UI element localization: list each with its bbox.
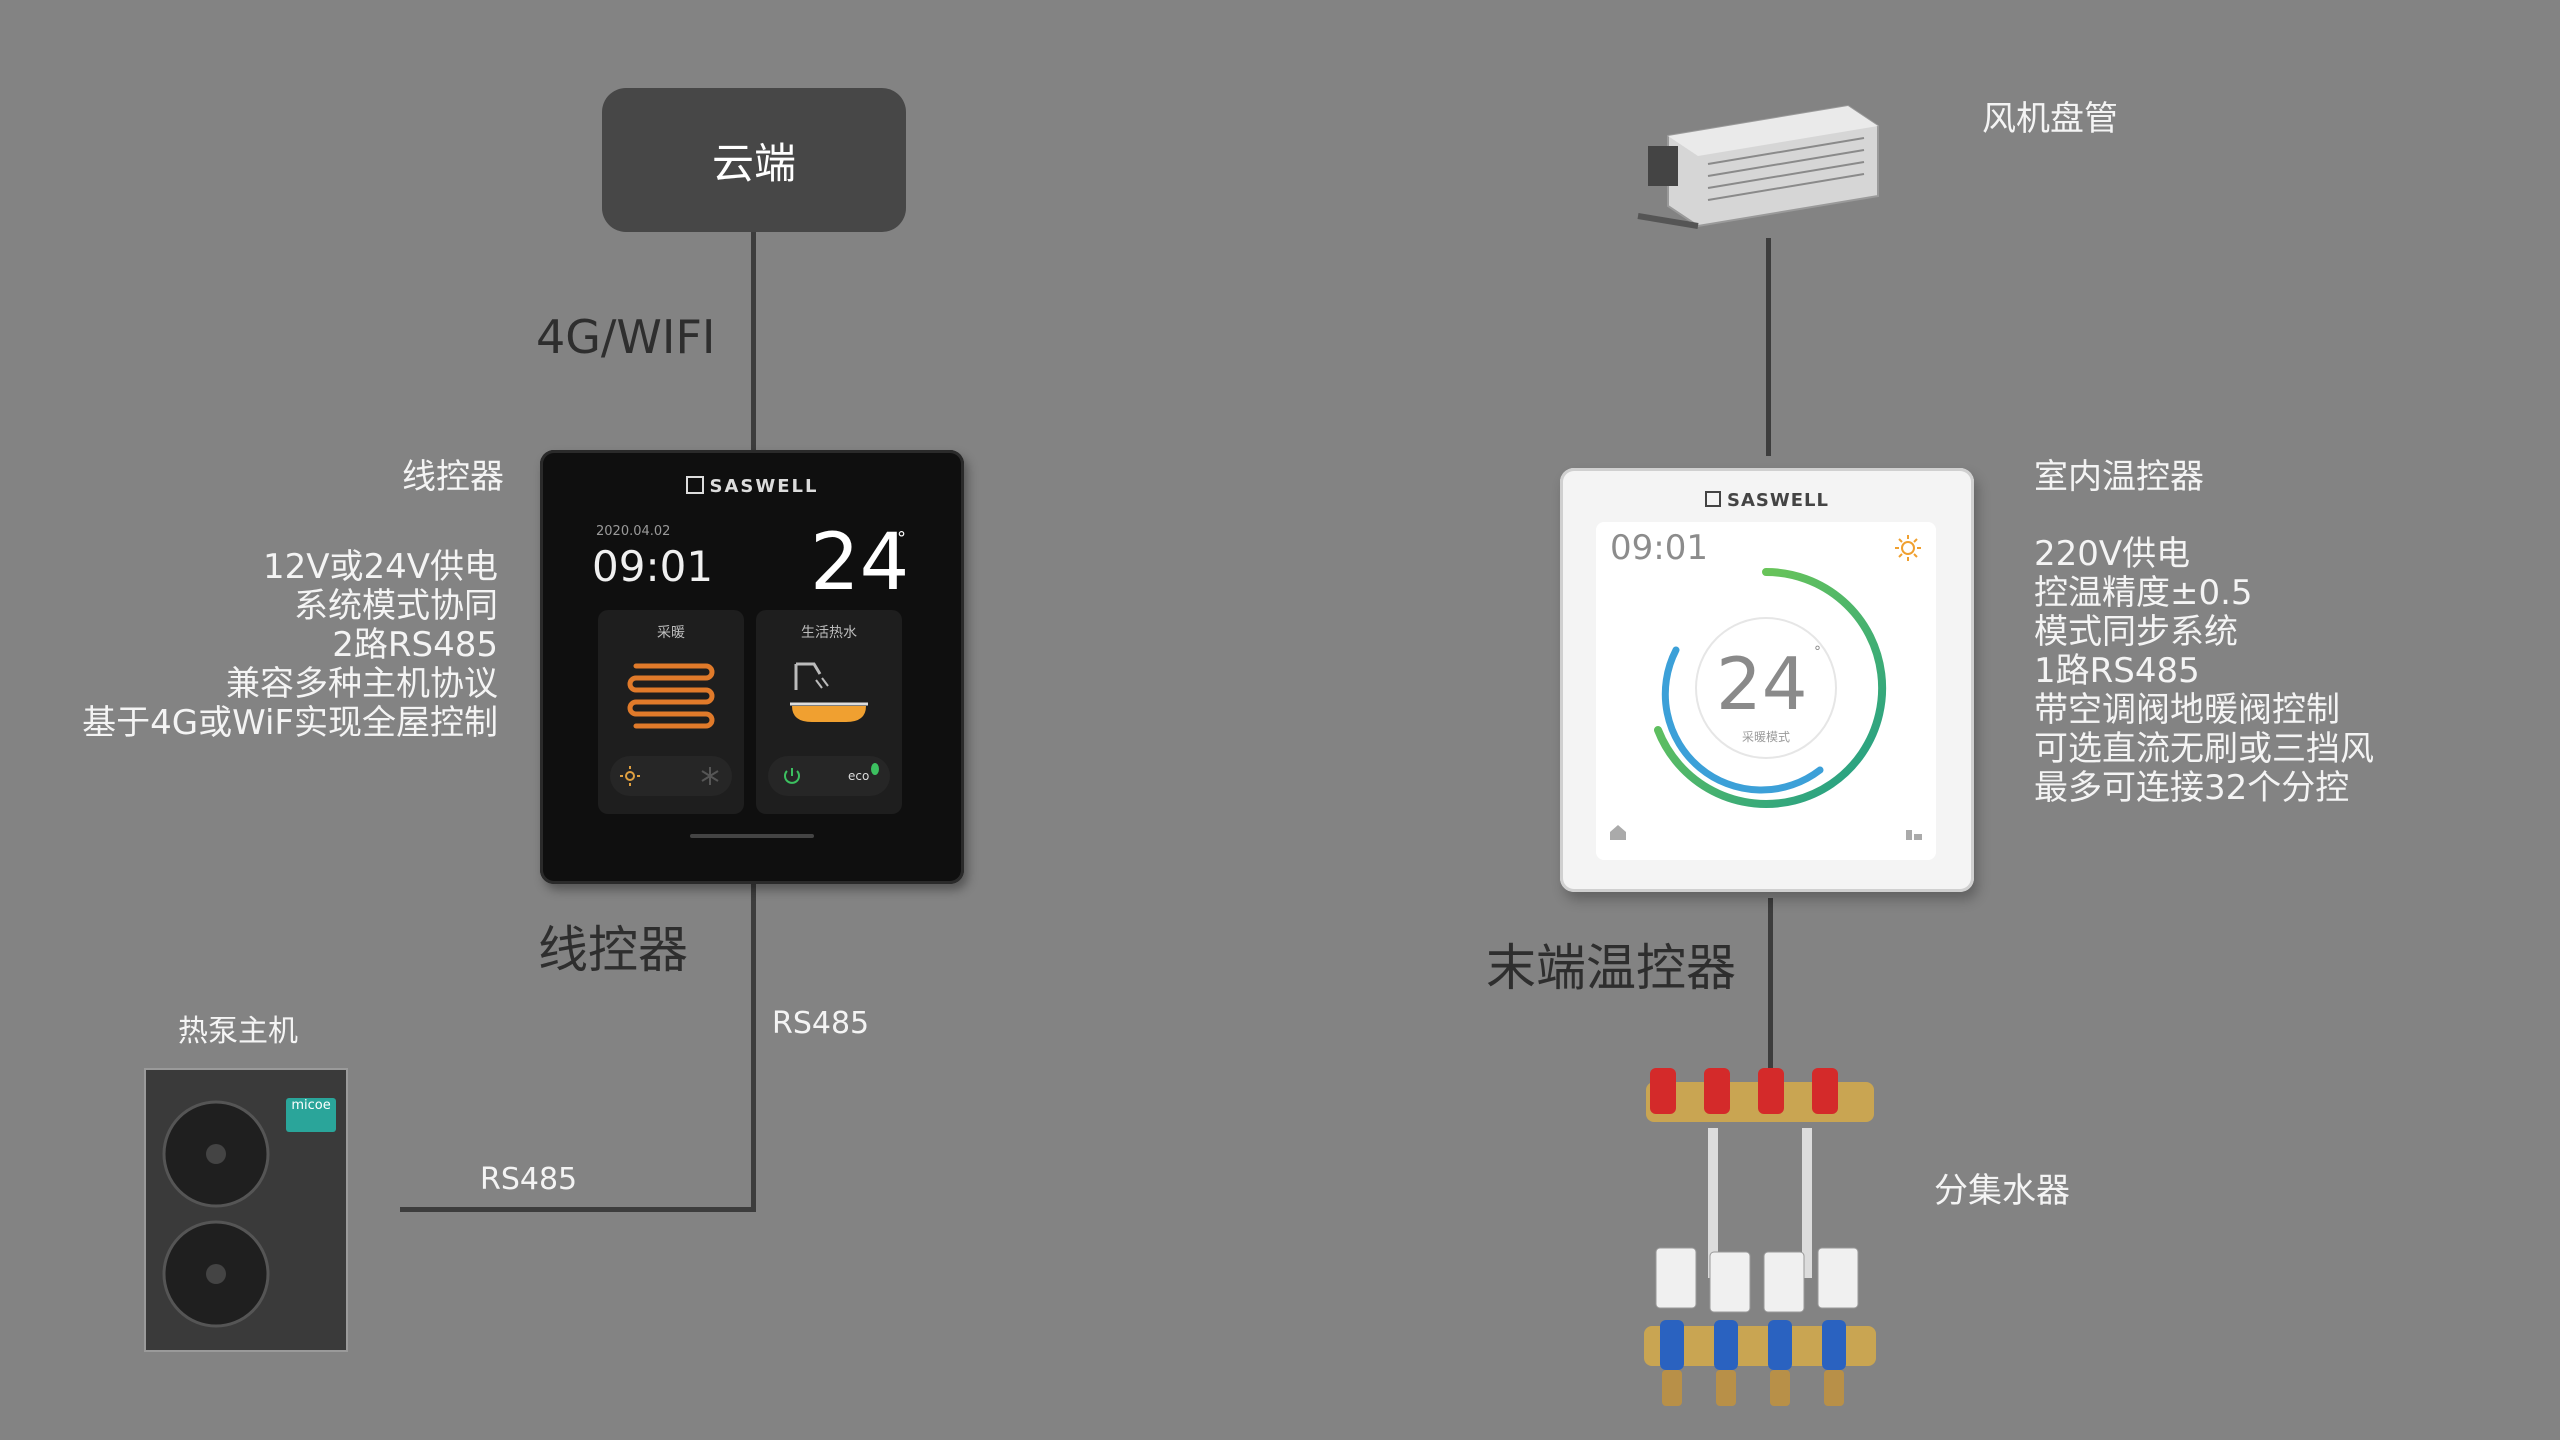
room-thermostat-spec-4: 1路RS485 [2034, 651, 2200, 691]
room-thermostat-caption: 末端温控器 [1486, 939, 1736, 997]
stats-icon[interactable] [1904, 822, 1924, 842]
eco-label[interactable]: eco [848, 769, 870, 783]
room-thermostat-side-title: 室内温控器 [2034, 457, 2204, 497]
line-controller-spec-1: 12V或24V供电 [262, 547, 498, 587]
manifold-unit [1644, 1068, 1876, 1406]
eco-leaf-icon [871, 763, 879, 775]
room-thermostat-time: 09:01 [1610, 528, 1708, 568]
room-thermostat-spec-2: 控温精度±0.5 [2034, 573, 2253, 613]
fancoil-to-thermostat-line [1766, 238, 1771, 456]
room-thermostat-specs: 220V供电 控温精度±0.5 模式同步系统 1路RS485 带空调阀地暖阀控制… [2034, 535, 2374, 808]
rs485-vertical-label: RS485 [772, 1006, 870, 1041]
heat-pump-fans-icon [162, 1100, 270, 1328]
wifi-link-label: 4G/WIFI [536, 310, 716, 364]
line-controller-spec-5: 基于4G或WiF实现全屋控制 [82, 703, 498, 743]
hot-water-card-title: 生活热水 [801, 625, 857, 641]
saswell-logo-icon [685, 476, 704, 494]
line-controller-spec-4: 兼容多种主机协议 [226, 664, 498, 704]
line-controller-date: 2020.04.02 [596, 524, 671, 539]
line-controller-time: 09:01 [592, 542, 714, 591]
heating-card[interactable]: 采暖 [598, 610, 744, 814]
hot-water-icon [790, 662, 868, 722]
room-thermostat-temperature: 24 [1716, 642, 1808, 726]
heat-pump-label: 热泵主机 [178, 1014, 298, 1049]
sun-icon [620, 766, 640, 786]
snowflake-icon [701, 767, 719, 785]
heating-mode-pill[interactable] [610, 756, 732, 796]
room-thermostat-brand: SASWELL [1560, 490, 1974, 511]
room-thermostat-spec-6: 可选直流无刷或三挡风 [2034, 729, 2374, 769]
cloud-box: 云端 [602, 88, 906, 232]
hot-water-card[interactable]: 生活热水 eco [756, 610, 902, 814]
floor-heating-icon [627, 663, 715, 729]
line-controller-caption: 线控器 [538, 921, 688, 979]
line-controller-temperature: 24 [810, 518, 910, 608]
room-thermostat-spec-5: 带空调阀地暖阀控制 [2034, 690, 2340, 730]
line-controller-spec-2: 系统模式协同 [294, 586, 498, 626]
cloud-to-controller-line [751, 232, 756, 450]
line-controller-device: SASWELL 2020.04.02 09:01 24 ° 采暖 生活热水 [540, 450, 964, 884]
heating-card-title: 采暖 [657, 625, 685, 641]
controller-to-heatpump-horizontal-line [400, 1207, 756, 1212]
power-icon[interactable] [782, 766, 802, 786]
room-thermostat-spec-1: 220V供电 [2034, 534, 2191, 574]
room-thermostat-spec-7: 最多可连接32个分控 [2034, 768, 2350, 808]
heat-pump-logo: micoe [286, 1098, 336, 1132]
room-thermostat-degree: ° [1814, 644, 1821, 660]
temperature-ring-icon [1654, 568, 1887, 808]
manifold-label: 分集水器 [1934, 1171, 2070, 1211]
room-thermostat-screen[interactable]: 09:01 24 ° 采暖模式 [1596, 522, 1936, 860]
line-controller-side-title: 线控器 [402, 457, 504, 497]
line-controller-specs: 12V或24V供电 系统模式协同 2路RS485 兼容多种主机协议 基于4G或W… [80, 548, 498, 743]
heat-pump-unit: micoe [144, 1068, 348, 1352]
home-icon[interactable] [1608, 822, 1628, 842]
line-controller-degree: ° [897, 528, 906, 549]
cloud-label: 云端 [711, 138, 796, 188]
hot-water-control-pill[interactable]: eco [768, 756, 890, 796]
line-controller-home-bar [690, 834, 814, 838]
line-controller-spec-3: 2路RS485 [332, 625, 498, 665]
thermostat-to-manifold-line [1768, 898, 1773, 1068]
room-thermostat-device: SASWELL 09:01 24 ° 采暖模式 [1560, 468, 1974, 892]
fan-coil-unit [1637, 104, 1879, 229]
rs485-horizontal-label: RS485 [480, 1162, 578, 1197]
room-thermostat-spec-3: 模式同步系统 [2034, 612, 2238, 652]
line-controller-brand: SASWELL [540, 476, 964, 497]
sun-icon [1895, 535, 1921, 561]
controller-to-heatpump-vertical-line [751, 884, 756, 1212]
room-thermostat-mode-label: 采暖模式 [1741, 730, 1790, 744]
saswell-logo-icon [1705, 491, 1722, 507]
fan-coil-label: 风机盘管 [1982, 99, 2118, 139]
